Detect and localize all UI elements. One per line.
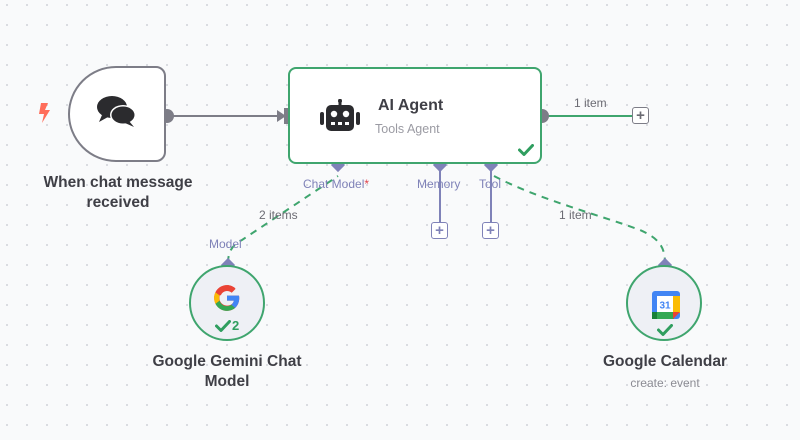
- agent-node[interactable]: AI Agent Tools Agent: [288, 67, 542, 164]
- calendar-node[interactable]: 31: [626, 265, 702, 341]
- success-check-icon: [518, 143, 534, 161]
- chat-model-label-text: Chat Model: [303, 177, 365, 191]
- trigger-node-chat[interactable]: [68, 66, 166, 162]
- edge-arrowhead: [277, 110, 286, 122]
- google-g-icon: [213, 284, 241, 317]
- trigger-title-line1: When chat message: [43, 174, 193, 191]
- plus-icon: +: [435, 222, 444, 239]
- success-check-icon: [215, 319, 231, 337]
- lightning-bolt-icon: [37, 103, 51, 123]
- agent-title: AI Agent: [378, 97, 444, 114]
- gemini-title-line1: Google Gemini Chat: [152, 353, 302, 370]
- chat-model-port-label: Chat Model*: [303, 177, 369, 191]
- calendar-node-subtitle: create: event: [630, 376, 700, 390]
- plus-icon: +: [486, 222, 495, 239]
- gemini-title-line2: Model: [204, 373, 250, 390]
- run-count: 2: [232, 318, 240, 333]
- edge-calendar-to-tool[interactable]: [493, 175, 666, 264]
- robot-icon: [319, 99, 361, 138]
- google-calendar-icon: 31: [652, 291, 680, 324]
- trigger-title-line2: received: [86, 194, 150, 211]
- agent-input-port[interactable]: [284, 108, 290, 124]
- calendar-node-title: Google Calendar: [602, 353, 728, 370]
- success-check-icon: [657, 323, 673, 341]
- agent-output-edge-label: 1 item: [574, 96, 607, 110]
- plus-icon: +: [636, 107, 645, 124]
- gemini-port-label: Model: [209, 237, 242, 251]
- trigger-node-title: When chat message received: [28, 173, 208, 213]
- required-marker: *: [364, 177, 370, 191]
- add-tool-button[interactable]: +: [482, 222, 499, 239]
- agent-subtitle: Tools Agent: [375, 122, 440, 136]
- calendar-day: 31: [659, 301, 671, 312]
- calendar-edge-label: 1 item: [559, 208, 592, 222]
- gemini-edge-label: 2 items: [259, 208, 298, 222]
- add-memory-button[interactable]: +: [431, 222, 448, 239]
- gemini-node-title: Google Gemini Chat Model: [137, 352, 317, 392]
- tool-port-label: Tool: [479, 177, 502, 191]
- add-next-node-button[interactable]: +: [632, 107, 649, 124]
- memory-port-label: Memory: [417, 177, 461, 191]
- gemini-node[interactable]: 2: [189, 265, 265, 341]
- chat-bubbles-icon: [95, 94, 139, 135]
